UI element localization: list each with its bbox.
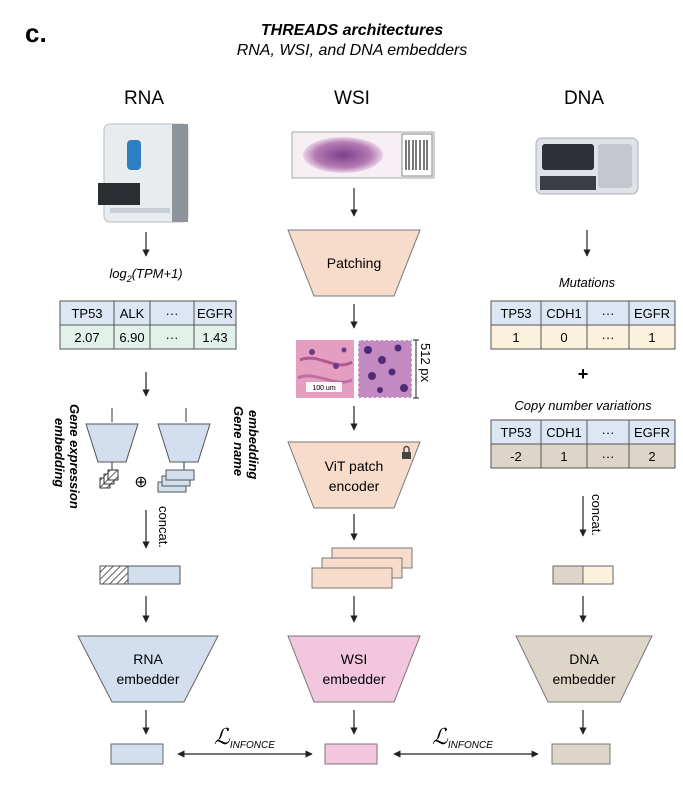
rna-table-value: 1.43 [202,330,227,345]
lock-icon [402,445,411,459]
dna-embedder [515,635,653,703]
infonce-loss-label-right: ℒINFONCE [432,724,493,751]
plus-circle-icon: ⊕ [134,474,147,491]
patch-embedding-stack [311,547,413,589]
rna-sequencer-icon [98,123,189,223]
rna-table-header: ALK [120,306,145,321]
rna-embedder [77,635,219,703]
cnv-header: EGFR [634,425,670,440]
mutations-header: CDH1 [546,306,581,321]
panel-letter: c. [25,18,47,48]
column-header-rna: RNA [124,88,164,109]
rna-expression-table: TP53 ALK ··· EGFR 2.07 6.90 ··· 1.43 [59,300,237,350]
gene-name-embedding-label: Gene nameembedding [231,406,261,479]
infonce-loss-label-left: ℒINFONCE [214,724,275,751]
rna-table-value: 6.90 [119,330,144,345]
rna-table-value: 2.07 [74,330,99,345]
dna-concat-token [552,565,614,585]
rna-concat-token [99,565,181,585]
figure-title: THREADS architectures [261,22,443,39]
dna-concat-label: concat. [589,494,604,536]
plus-symbol: + [578,364,589,384]
cnv-value: 2 [648,449,655,464]
rna-table-header: EGFR [197,306,233,321]
rna-transform-label: log2(TPM+1) [109,266,182,284]
wsi-embedder [287,635,421,703]
vit-patch-encoder [287,441,421,509]
scale-bar-label: 100 um [312,385,336,392]
patching-label: Patching [327,255,381,271]
dna-embedding-output [551,743,611,765]
mutations-header: ··· [602,306,615,321]
cnv-value: 1 [560,449,567,464]
column-header-wsi: WSI [334,88,370,109]
patch-size-label: 512 px [418,343,433,383]
figure-subtitle: RNA, WSI, and DNA embedders [237,42,468,59]
mutations-header: EGFR [634,306,670,321]
mutations-label: Mutations [559,275,616,290]
rna-table-value: ··· [166,330,179,345]
mutations-header: TP53 [500,306,531,321]
he-patches-image: 100 um [296,339,419,399]
rna-concat-label: concat. [156,506,171,548]
cnv-header: TP53 [500,425,531,440]
patching-block [287,229,421,297]
cnv-value: ··· [602,449,615,464]
rna-table-header: ··· [166,306,179,321]
mutations-value: 0 [560,330,567,345]
mutations-value: 1 [512,330,519,345]
cnv-label: Copy number variations [514,398,652,413]
rna-embedding-output [110,743,164,765]
cnv-header: ··· [602,425,615,440]
cnv-value: -2 [510,449,522,464]
cnv-table: TP53 CDH1 ··· EGFR -2 1 ··· 2 [490,419,676,469]
mutations-value: 1 [648,330,655,345]
rna-table-header: TP53 [71,306,102,321]
dna-sequencer-icon [535,137,639,195]
rna-dual-encoder: ⊕ [85,408,211,493]
cnv-header: CDH1 [546,425,581,440]
mutations-value: ··· [602,330,615,345]
gene-expression-embedding-label: Gene expressionembedding [52,404,82,509]
wsi-embedding-output [324,743,378,765]
mutations-table: TP53 CDH1 ··· EGFR 1 0 ··· 1 [490,300,676,350]
slide-icon [291,131,435,179]
column-header-dna: DNA [564,88,604,109]
